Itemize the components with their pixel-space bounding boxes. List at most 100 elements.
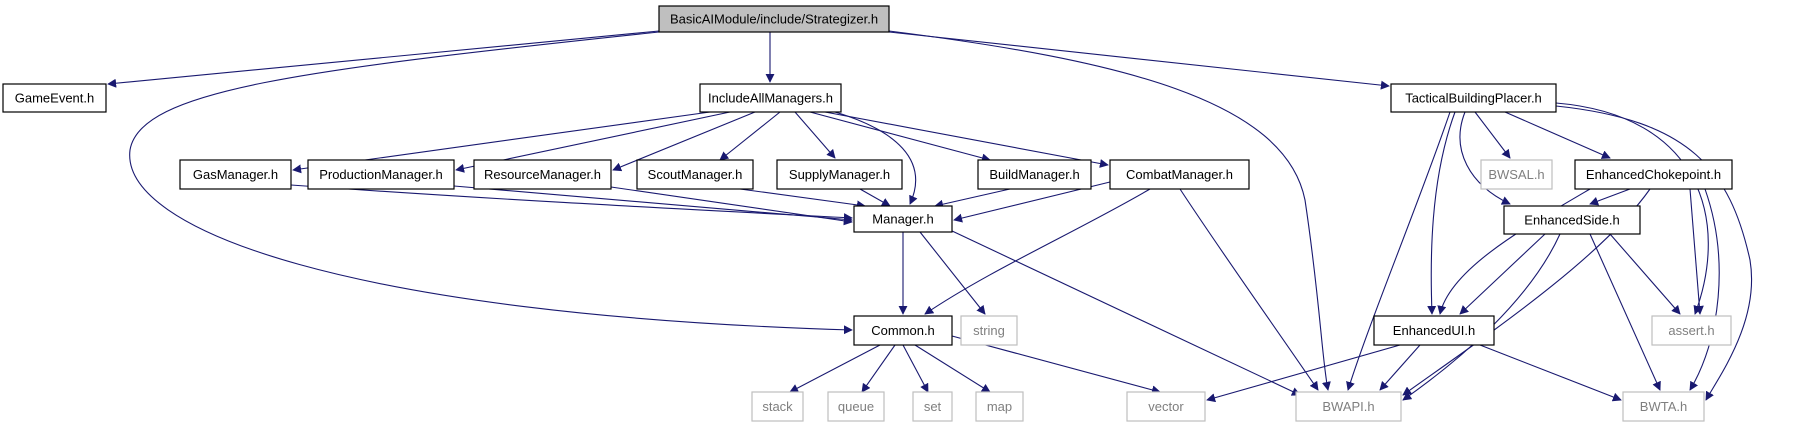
edge-scout-to-manager bbox=[739, 188, 866, 210]
node-label: GameEvent.h bbox=[15, 91, 95, 106]
node-box bbox=[1503, 205, 1641, 235]
node-label: EnhancedSide.h bbox=[1524, 213, 1619, 228]
edge-chokepoint-to-bwta bbox=[1689, 188, 1720, 391]
node-label: EnhancedChokepoint.h bbox=[1586, 167, 1721, 182]
node-gameevent[interactable]: GameEvent.h bbox=[2, 83, 107, 113]
node-box bbox=[751, 391, 804, 422]
node-label: assert.h bbox=[1668, 323, 1714, 338]
node-stack: stack bbox=[751, 391, 804, 422]
node-bwsal: BWSAL.h bbox=[1480, 159, 1553, 190]
node-strategizer[interactable]: BasicAIModule/include/Strategizer.h bbox=[658, 5, 890, 33]
node-box bbox=[1390, 83, 1557, 113]
node-assert: assert.h bbox=[1651, 315, 1732, 346]
node-ui[interactable]: EnhancedUI.h bbox=[1373, 315, 1495, 346]
node-label: map bbox=[987, 399, 1012, 414]
node-label: CombatManager.h bbox=[1126, 167, 1233, 182]
node-production[interactable]: ProductionManager.h bbox=[307, 159, 455, 190]
node-box bbox=[179, 159, 292, 190]
node-common[interactable]: Common.h bbox=[853, 315, 953, 346]
edge-build-to-manager bbox=[934, 188, 1011, 209]
edge-strategizer-to-bwapi bbox=[888, 30, 1331, 391]
node-box bbox=[1574, 159, 1733, 190]
edge-strategizer-to-common bbox=[129, 31, 853, 335]
node-box bbox=[776, 159, 903, 190]
node-string: string bbox=[960, 315, 1018, 346]
node-box bbox=[1126, 391, 1206, 422]
node-bwapi: BWAPI.h bbox=[1295, 391, 1402, 422]
edge-chokepoint-to-side bbox=[1589, 188, 1631, 206]
edge-side-to-bwta bbox=[1589, 233, 1661, 391]
node-bwta: BWTA.h bbox=[1622, 391, 1705, 422]
node-resource[interactable]: ResourceManager.h bbox=[473, 159, 612, 190]
edge-tactical-to-chokepoint bbox=[1504, 111, 1611, 159]
edge-strategizer-to-gameevent bbox=[107, 30, 660, 88]
edge-tactical-to-ui bbox=[1427, 111, 1456, 315]
edge-strategizer-to-tactical bbox=[888, 31, 1390, 90]
node-box bbox=[977, 159, 1092, 190]
node-label: IncludeAllManagers.h bbox=[708, 91, 833, 106]
edge-common-to-stack bbox=[789, 344, 881, 393]
edge-tactical-to-side bbox=[1459, 111, 1511, 205]
edge-ui-to-bwapi bbox=[1379, 344, 1421, 391]
node-set: set bbox=[912, 391, 953, 422]
node-combat[interactable]: CombatManager.h bbox=[1109, 159, 1250, 190]
node-tactical[interactable]: TacticalBuildingPlacer.h bbox=[1390, 83, 1557, 113]
edge-tactical-to-bwta bbox=[1555, 105, 1753, 401]
node-build[interactable]: BuildManager.h bbox=[977, 159, 1092, 190]
node-label: BasicAIModule/include/Strategizer.h bbox=[670, 12, 878, 27]
edge-common-to-queue bbox=[861, 344, 896, 393]
edge-ui-to-bwta bbox=[1479, 344, 1622, 402]
node-label: EnhancedUI.h bbox=[1393, 323, 1475, 338]
node-label: BWTA.h bbox=[1640, 399, 1687, 414]
node-gas[interactable]: GasManager.h bbox=[179, 159, 292, 190]
node-box bbox=[1109, 159, 1250, 190]
node-box bbox=[827, 391, 885, 422]
edge-combat-to-common bbox=[924, 188, 1151, 315]
node-box bbox=[1622, 391, 1705, 422]
node-box bbox=[1651, 315, 1732, 346]
node-label: ProductionManager.h bbox=[319, 167, 443, 182]
node-side[interactable]: EnhancedSide.h bbox=[1503, 205, 1641, 235]
edge-production-to-manager bbox=[453, 185, 853, 224]
node-supply[interactable]: SupplyManager.h bbox=[776, 159, 903, 190]
node-box bbox=[853, 315, 953, 346]
node-box bbox=[975, 391, 1024, 422]
node-box bbox=[1480, 159, 1553, 190]
node-label: Common.h bbox=[871, 323, 935, 338]
node-chokepoint[interactable]: EnhancedChokepoint.h bbox=[1574, 159, 1733, 190]
node-box bbox=[960, 315, 1018, 346]
node-box bbox=[1295, 391, 1402, 422]
node-box bbox=[912, 391, 953, 422]
edge-side-to-ui bbox=[1459, 233, 1546, 315]
node-includeall[interactable]: IncludeAllManagers.h bbox=[699, 83, 842, 113]
edge-includeall-to-supply bbox=[794, 111, 836, 159]
edge-side-to-assert bbox=[1609, 233, 1681, 315]
edge-common-to-set bbox=[902, 344, 929, 393]
node-label: SupplyManager.h bbox=[789, 167, 890, 182]
node-label: BWSAL.h bbox=[1488, 167, 1544, 182]
edge-includeall-to-scout bbox=[719, 111, 781, 161]
node-label: Manager.h bbox=[872, 212, 933, 227]
edge-includeall-to-combat bbox=[824, 111, 1109, 168]
node-box bbox=[1373, 315, 1495, 346]
node-manager[interactable]: Manager.h bbox=[853, 205, 953, 233]
edge-includeall-to-manager bbox=[834, 111, 918, 205]
node-label: TacticalBuildingPlacer.h bbox=[1405, 91, 1542, 106]
node-label: set bbox=[924, 399, 942, 414]
edge-resource-to-manager bbox=[610, 186, 853, 226]
node-queue: queue bbox=[827, 391, 885, 422]
edge-includeall-to-build bbox=[809, 111, 991, 163]
node-vector: vector bbox=[1126, 391, 1206, 422]
node-label: vector bbox=[1148, 399, 1184, 414]
node-map: map bbox=[975, 391, 1024, 422]
node-label: ResourceManager.h bbox=[484, 167, 601, 182]
edge-common-to-map bbox=[914, 344, 991, 393]
node-label: string bbox=[973, 323, 1005, 338]
node-label: BWAPI.h bbox=[1322, 399, 1374, 414]
node-scout[interactable]: ScoutManager.h bbox=[636, 159, 754, 190]
node-box bbox=[658, 5, 890, 33]
node-box bbox=[307, 159, 455, 190]
node-label: BuildManager.h bbox=[989, 167, 1079, 182]
edge-chokepoint-to-assert bbox=[1689, 188, 1704, 315]
